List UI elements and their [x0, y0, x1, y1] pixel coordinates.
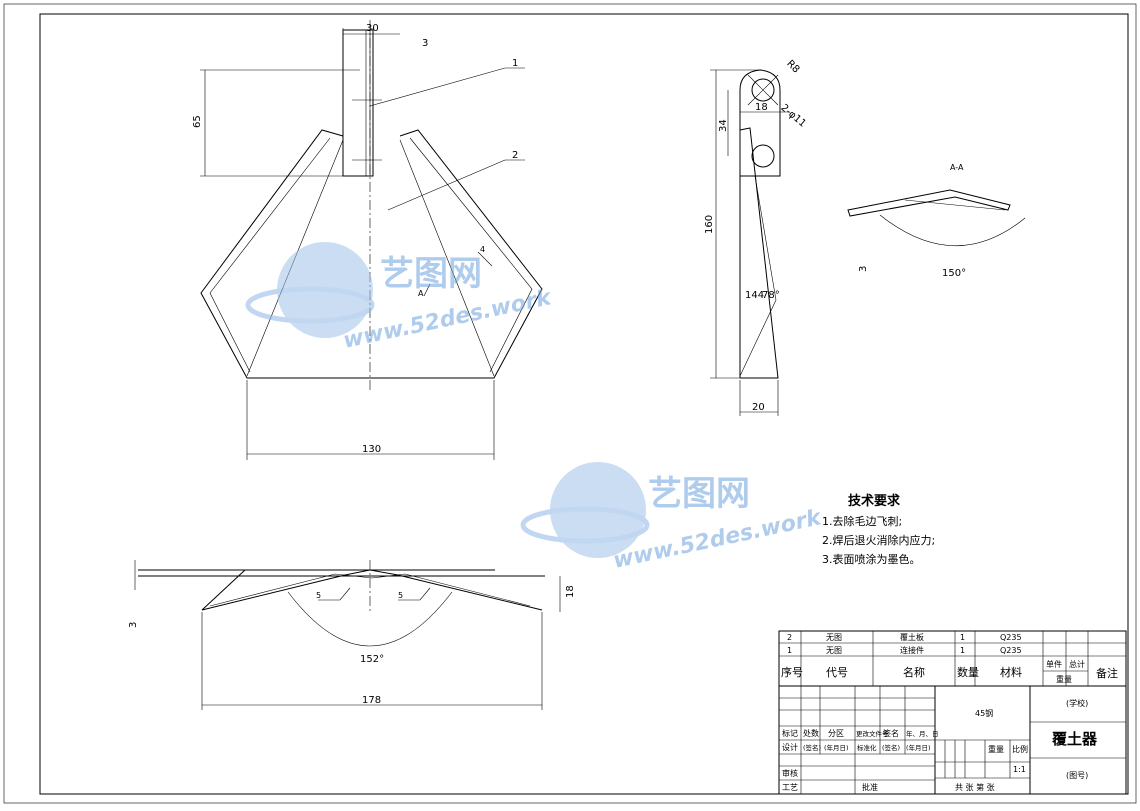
dim-r8: R8 [784, 58, 801, 75]
bom-row-no: 2 [787, 633, 792, 642]
dim-30: 30 [366, 23, 379, 34]
tb-process: 工艺 [782, 783, 798, 792]
bom-header-single: 单件 [1046, 659, 1062, 669]
tb-mark: 标记 [782, 728, 798, 738]
inner-frame [39, 13, 1129, 795]
bom-header-mat: 材料 [1000, 665, 1022, 679]
weld-4: 4 [480, 245, 485, 254]
bom-row-mat: Q235 [1000, 633, 1022, 642]
bom-row-code: 无图 [826, 646, 842, 655]
dim-130: 130 [362, 444, 381, 455]
bom-row-name: 覆土板 [900, 632, 924, 642]
dim-34: 34 [718, 119, 729, 132]
tb-review: 审核 [782, 768, 798, 778]
leader-2: 2 [512, 150, 518, 161]
dim-3-left: 3 [128, 622, 139, 628]
tb-material: 45钢 [975, 708, 993, 718]
tb-mark: 更改文件号 [856, 729, 889, 738]
tb-design: 标准化 [857, 743, 877, 752]
outer-frame [3, 3, 1137, 804]
dim-144: 144 [745, 290, 764, 301]
bom-header-no: 序号 [781, 665, 803, 679]
tb-design: (签名) [882, 743, 900, 752]
bom-row-mat: Q235 [1000, 646, 1022, 655]
weld-a: A [418, 289, 424, 298]
front-view: 30 3 65 130 1 2 4 A [192, 20, 543, 460]
tb-design: (年月日) [906, 743, 931, 752]
bom-header-total: 总计 [1069, 659, 1085, 669]
dim-65: 65 [192, 115, 203, 128]
watermark-2: 艺图网 www.52des.work [520, 462, 825, 574]
dim-152: 152° [360, 654, 384, 665]
section-thick: 3 [858, 266, 869, 272]
section-angle: 150° [942, 268, 966, 279]
dim-hole: 2-φ11 [778, 102, 808, 129]
weld-right: 5 [398, 591, 403, 600]
dim-78: 78° [762, 290, 780, 301]
side-view: 160 34 18 R8 2-φ11 144 78° 20 [704, 58, 808, 416]
dim-18: 18 [755, 102, 768, 113]
bottom-view: 3 152° 178 18 5 5 [128, 560, 576, 710]
bom-header-name: 名称 [903, 665, 925, 679]
watermark-brand: 艺图网 [648, 474, 750, 514]
bom-row-qty: 1 [960, 633, 965, 642]
bom-header-remark: 备注 [1096, 666, 1118, 680]
tb-mark: 分区 [828, 729, 844, 738]
tech-item: 3.表面喷涂为墨色。 [822, 552, 921, 566]
bom-header-qty: 数量 [957, 666, 979, 679]
tech-title: 技术要求 [848, 493, 901, 509]
dim-3-top: 3 [422, 38, 428, 49]
bom-row-qty: 1 [960, 646, 965, 655]
tb-design: (签名) [803, 743, 821, 752]
tb-sheets: 共 张 第 张 [955, 782, 995, 792]
bom-row-no: 1 [787, 646, 792, 655]
tb-drawing-no: (图号) [1066, 771, 1088, 780]
bom-header-code: 代号 [826, 666, 848, 679]
tb-design: 设计 [782, 742, 798, 752]
tb-approve: 批准 [862, 782, 878, 792]
bom-table: 2 无图 覆土板 1 Q235 1 无图 连接件 1 Q235 序号 代号 名称… [778, 630, 1127, 687]
tb-school: (学校) [1066, 698, 1088, 708]
tb-design: (年月日) [824, 743, 849, 752]
tb-part-title: 覆土器 [1052, 730, 1098, 748]
watermark-brand: 艺图网 [380, 254, 482, 294]
dim-178: 178 [362, 695, 381, 706]
section-view: A-A 150° 3 [847, 163, 1026, 279]
tb-mark: 年、月、日 [906, 729, 939, 738]
bom-row-code: 无图 [826, 633, 842, 642]
tb-weight: 重量 [988, 744, 1004, 754]
dim-18-bottom: 18 [565, 585, 576, 598]
weld-left: 5 [316, 591, 321, 600]
leader-1: 1 [512, 58, 518, 69]
tech-item: 1.去除毛边飞刺; [822, 514, 902, 528]
watermark-1: 艺图网 www.52des.work [245, 242, 555, 354]
tb-mark: 签名 [883, 728, 899, 738]
title-block: 标记 处数 分区 更改文件号 签名 年、月、日 设计 (签名) (年月日) 标准… [778, 685, 1127, 795]
dim-20: 20 [752, 402, 765, 413]
watermark-url: www.52des.work [341, 285, 554, 354]
dim-160: 160 [704, 215, 715, 234]
tb-scale-label: 比例 [1012, 744, 1028, 754]
tech-requirements: 技术要求 1.去除毛边飞刺; 2.焊后退火消除内应力; 3.表面喷涂为墨色。 [822, 493, 935, 566]
section-label: A-A [950, 163, 964, 172]
tech-item: 2.焊后退火消除内应力; [822, 533, 935, 547]
bom-header-weight: 重量 [1056, 674, 1072, 684]
tb-scale: 1:1 [1013, 765, 1026, 774]
bom-row-name: 连接件 [900, 645, 924, 655]
tb-mark: 处数 [803, 728, 819, 738]
